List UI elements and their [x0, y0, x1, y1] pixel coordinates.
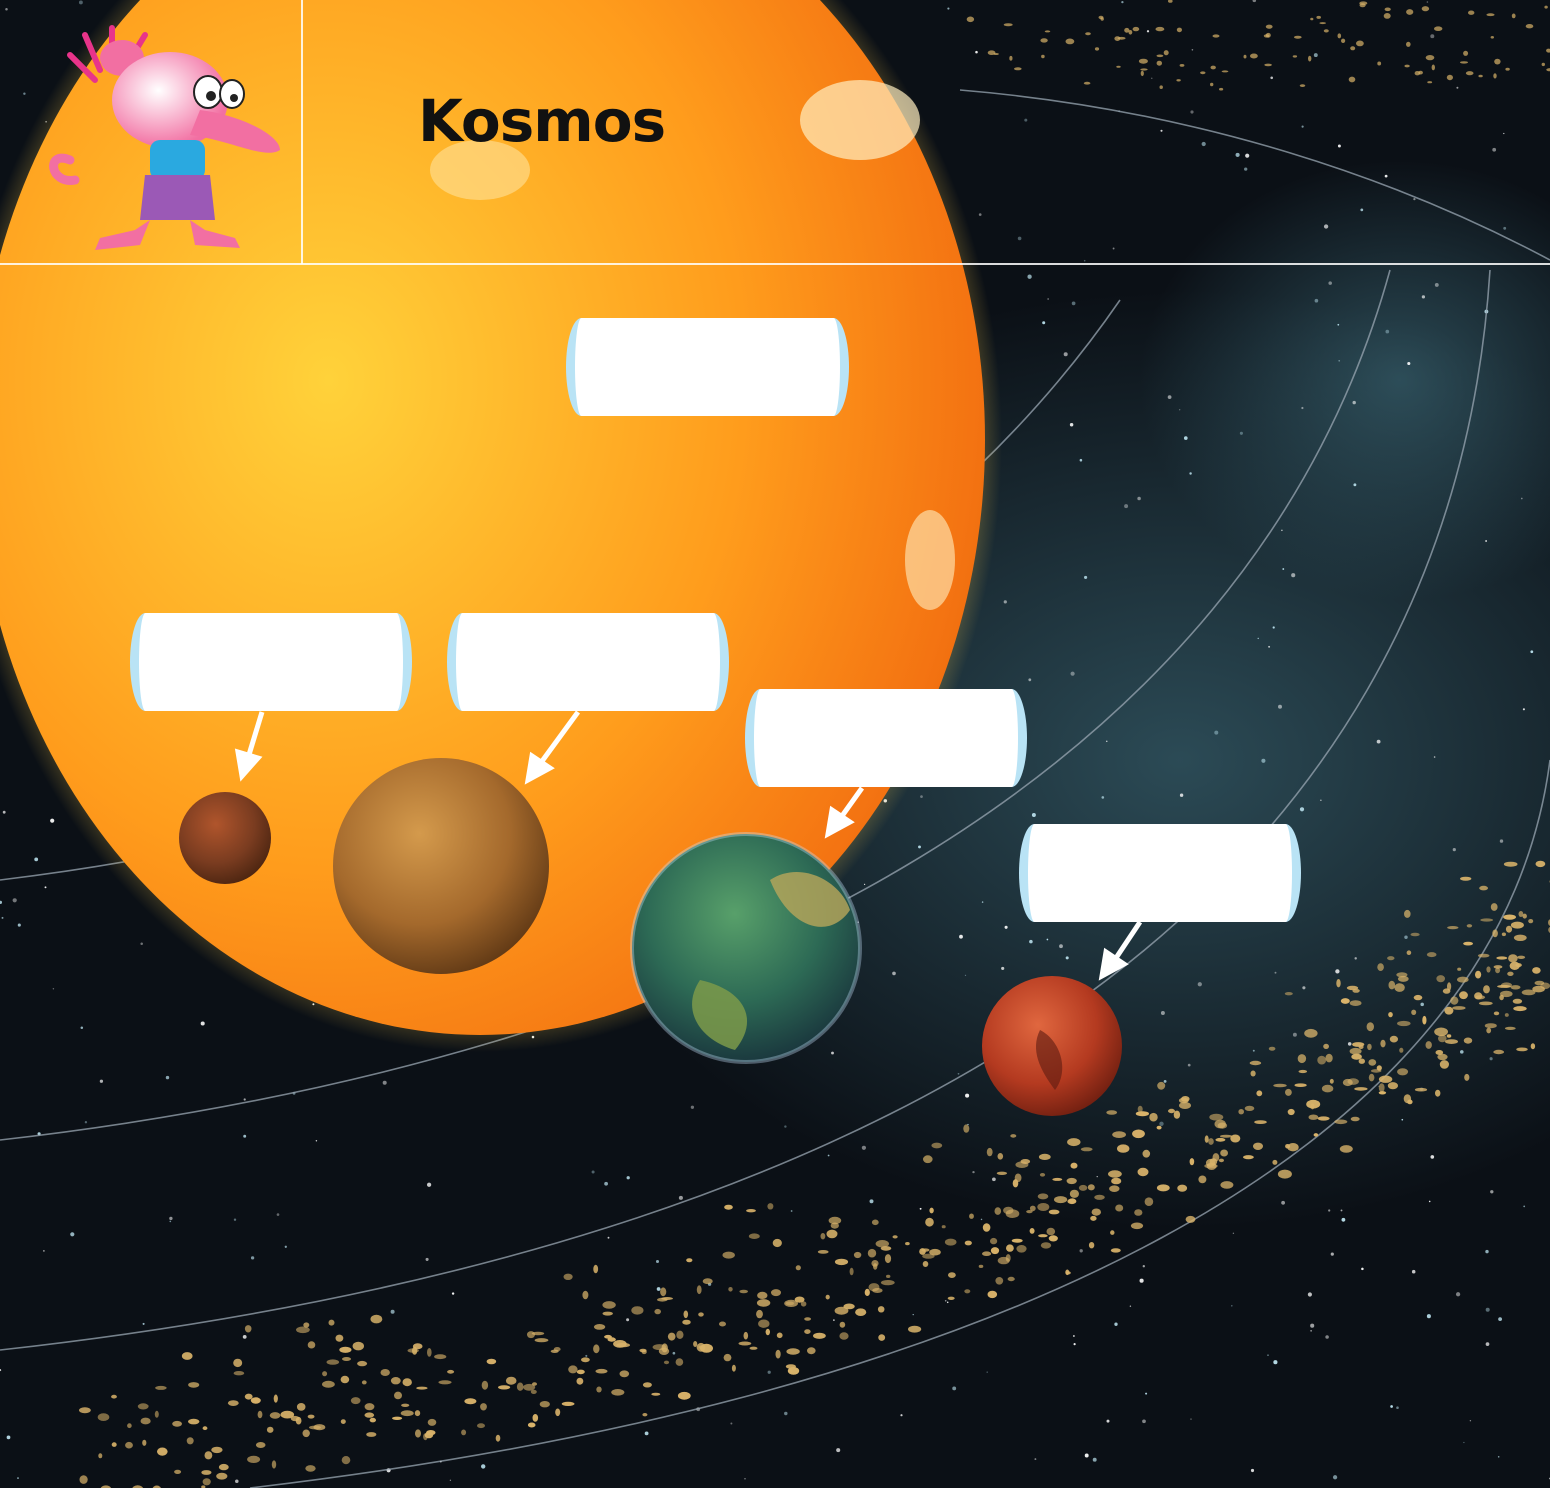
sun — [0, 0, 1002, 1052]
header-divider-horizontal — [0, 263, 1550, 265]
asteroid-belt — [79, 0, 1550, 1488]
planets — [179, 758, 1122, 1116]
venus — [333, 758, 549, 974]
label-field-mercury[interactable] — [130, 613, 412, 711]
arrows — [234, 710, 1143, 981]
label-field-sun[interactable] — [566, 318, 849, 416]
header-divider-vertical — [301, 0, 303, 264]
earth — [630, 832, 862, 1064]
mouse-mascot-icon — [49, 25, 280, 250]
mars — [982, 976, 1122, 1116]
label-field-mars[interactable] — [1019, 824, 1301, 922]
mercury — [179, 792, 271, 884]
page-title: Kosmos — [418, 87, 666, 155]
label-field-venus[interactable] — [447, 613, 729, 711]
label-field-earth[interactable] — [745, 689, 1027, 787]
